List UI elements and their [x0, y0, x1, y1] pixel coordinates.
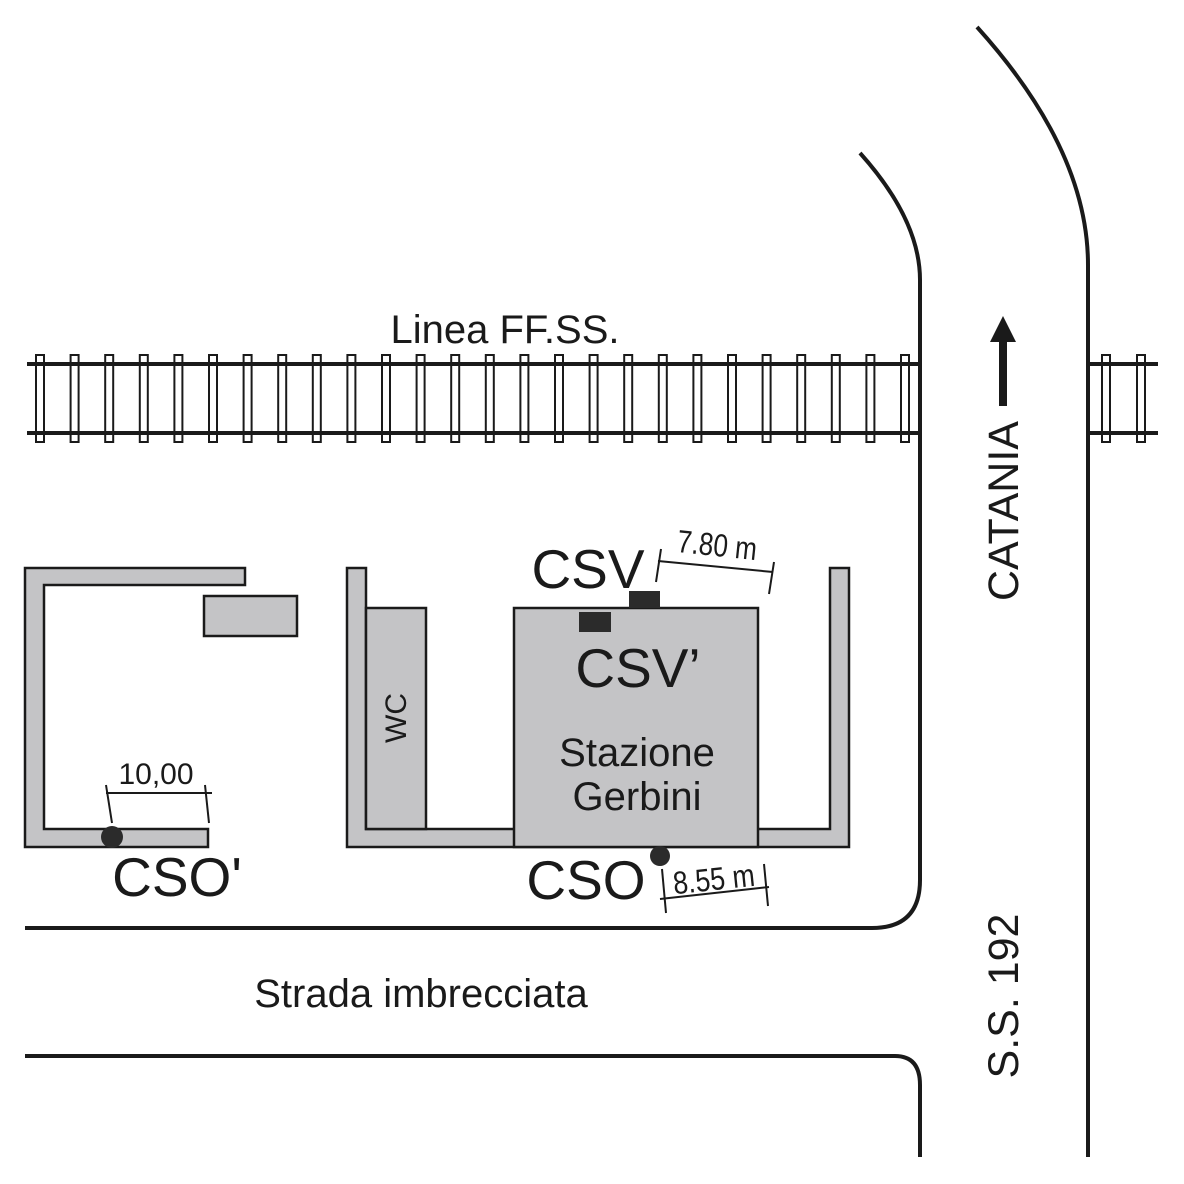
- sensors: [101, 591, 670, 866]
- railway-sleeper: [554, 354, 564, 443]
- csv-label: CSV: [531, 538, 644, 600]
- csv-prime-sensor: [579, 612, 611, 632]
- direction-label: CATANIA: [980, 421, 1028, 601]
- csv-sensor: [629, 591, 660, 608]
- railway-sleeper: [450, 354, 461, 443]
- railway-sleeper: [484, 354, 495, 443]
- railway-rails: [27, 362, 1158, 435]
- station-name-line2: Gerbini: [573, 775, 702, 819]
- cso-prime-dimension-line: [105, 784, 212, 824]
- highway-label: S.S. 192: [980, 914, 1028, 1079]
- roads: [25, 25, 1090, 1157]
- west-annex: [202, 594, 299, 638]
- railway-sleeper: [138, 354, 149, 443]
- direction-arrow: [990, 316, 1016, 406]
- railway-label: Linea FF.SS.: [390, 308, 619, 352]
- station-name-line1: Stazione: [559, 731, 715, 775]
- railway-sleeper: [346, 354, 357, 443]
- station-building: [512, 606, 760, 849]
- csv-dimension-line: [655, 548, 775, 595]
- railway-sleeper: [69, 354, 80, 443]
- west-building: [23, 566, 299, 849]
- csv-prime-label: CSV’: [575, 637, 700, 699]
- west-building-walls: [23, 566, 247, 849]
- railway-sleeper: [657, 354, 668, 443]
- railway-sleeper: [242, 354, 253, 443]
- railway-sleeper: [35, 354, 45, 443]
- railway-sleeper: [311, 354, 322, 443]
- railway-sleeper: [692, 354, 703, 443]
- railway-sleeper: [415, 354, 426, 443]
- wc-label: WC: [380, 693, 413, 743]
- railway-sleeper: [104, 354, 115, 443]
- railway-sleeper: [865, 354, 876, 443]
- railway-sleeper: [381, 354, 391, 443]
- railway-sleeper: [173, 354, 184, 443]
- railway-sleepers-east: [1101, 354, 1146, 443]
- railway-sleeper: [208, 354, 218, 443]
- railway-sleeper: [519, 354, 530, 443]
- ss192-right-edge: [975, 25, 1090, 1157]
- railway-sleeper: [1136, 354, 1146, 443]
- gravel-road-lower-edge: [25, 1054, 922, 1157]
- railway-sleepers: [35, 354, 910, 443]
- ss192-left-edge: [25, 151, 922, 930]
- cso-prime-dimension-label: 10,00: [118, 758, 193, 791]
- railway-sleeper: [900, 354, 910, 443]
- cso-prime-sensor: [101, 826, 123, 848]
- gravel-road-label: Strada imbrecciata: [254, 972, 588, 1016]
- railway-sleeper: [1101, 354, 1111, 443]
- railway-sleeper: [588, 354, 599, 443]
- railway-track: [27, 354, 1158, 443]
- station-complex: [345, 566, 851, 849]
- railway-sleeper: [727, 354, 737, 443]
- dimension-lines: [105, 548, 775, 914]
- wc-block: [364, 606, 428, 831]
- cso-dimension-line: [659, 863, 770, 914]
- railway-sleeper: [761, 354, 772, 443]
- railway-sleeper: [277, 354, 288, 443]
- csv-dimension-label: 7.80 m: [675, 523, 758, 567]
- railway-sleeper: [830, 354, 841, 443]
- cso-dimension-label: 8.55 m: [671, 857, 756, 901]
- railway-sleeper: [796, 354, 807, 443]
- cso-sensor: [650, 846, 670, 866]
- cso-label: CSO: [526, 849, 645, 911]
- cso-prime-label: CSO': [112, 846, 242, 908]
- railway-sleeper: [623, 354, 634, 443]
